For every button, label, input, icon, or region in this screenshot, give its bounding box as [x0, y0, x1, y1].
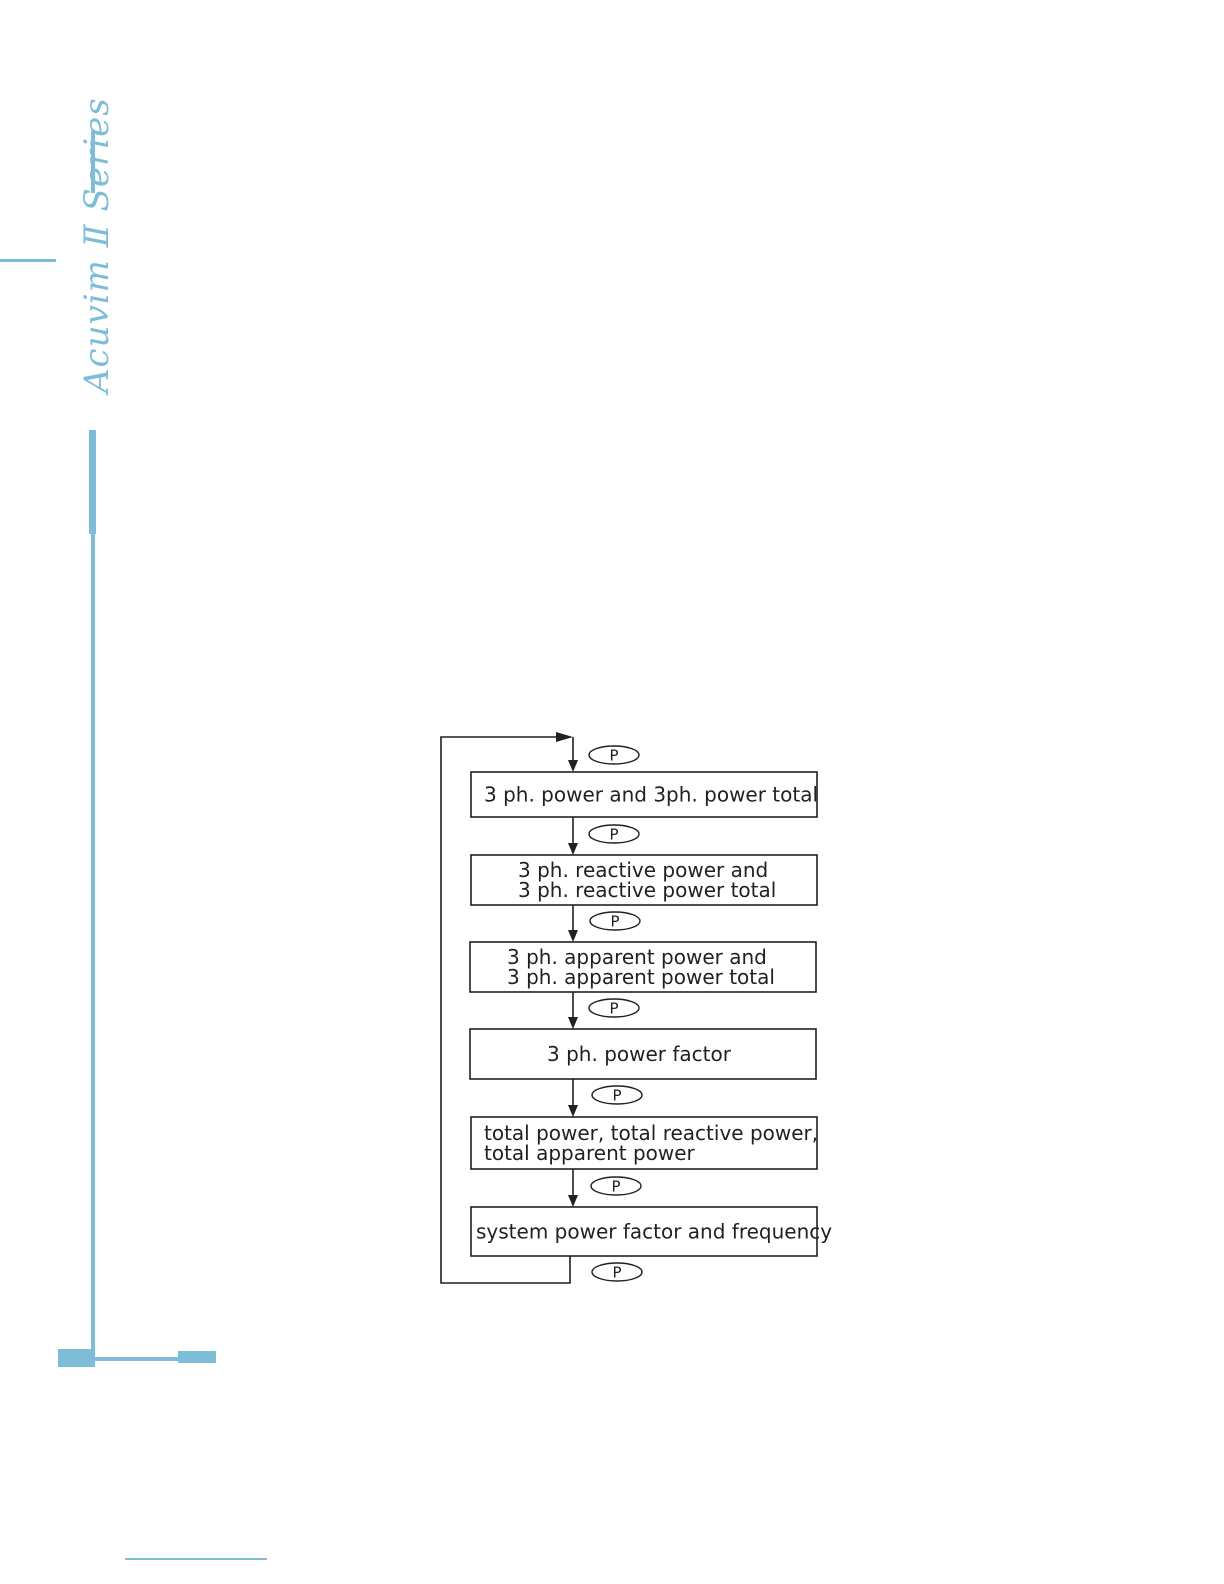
- p-key-7-label: P: [612, 1264, 621, 1282]
- flow-arrowhead-5: [568, 1105, 578, 1117]
- flow-box-3-text-2: 3 ph. apparent power total: [507, 965, 775, 989]
- flow-box-1-text-1: 3 ph. power and 3ph. power total: [484, 783, 818, 807]
- p-key-3-label: P: [610, 913, 619, 931]
- p-key-6-label: P: [611, 1178, 620, 1196]
- flow-loop-back-line: [441, 737, 570, 1283]
- flow-arrowhead-1: [568, 760, 578, 772]
- flow-arrowhead-3: [568, 930, 578, 942]
- flow-arrowhead-6: [568, 1195, 578, 1207]
- p-key-2-label: P: [609, 826, 618, 844]
- flow-box-4-text-1: 3 ph. power factor: [547, 1042, 732, 1066]
- p-key-4-label: P: [609, 1000, 618, 1018]
- flow-box-2-text-2: 3 ph. reactive power total: [518, 878, 776, 902]
- flow-box-5-text-2: total apparent power: [484, 1141, 696, 1165]
- p-key-1-label: P: [609, 747, 618, 765]
- flow-arrowhead-2: [568, 843, 578, 855]
- flow-box-6-text-1: system power factor and frequency: [476, 1220, 832, 1244]
- flow-loop-back-arrowhead: [556, 732, 573, 742]
- flow-arrowhead-4: [568, 1017, 578, 1029]
- p-key-5-label: P: [612, 1087, 621, 1105]
